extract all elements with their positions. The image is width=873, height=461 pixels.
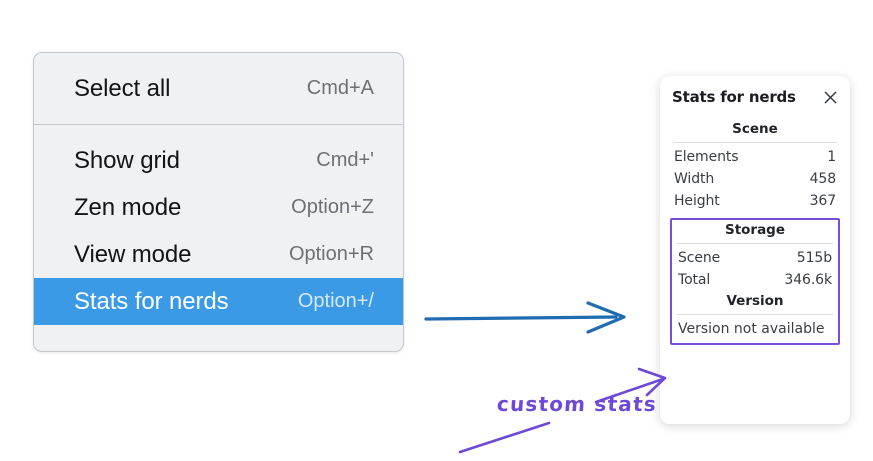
- menu-item-label: Show grid: [74, 146, 180, 174]
- menu-item-shortcut: Option+R: [288, 243, 374, 265]
- menu-divider: [34, 124, 403, 125]
- stat-key: Scene: [678, 250, 721, 266]
- stat-key: Width: [674, 171, 715, 187]
- callout-label: custom stats: [496, 392, 658, 416]
- section-rule: [677, 243, 833, 244]
- stat-row: Scene 515b: [674, 247, 836, 269]
- stat-row: Height 367: [670, 190, 840, 212]
- stats-section-storage: Storage Scene 515b Total 346.6k: [674, 220, 836, 291]
- stat-value: 515b: [796, 250, 832, 266]
- flow-arrow-blue: [424, 301, 626, 334]
- menu-item-stats-for-nerds[interactable]: Stats for nerds Option+/: [34, 278, 403, 325]
- stat-row: Elements 1: [670, 146, 840, 168]
- menu-item-shortcut: Cmd+A: [306, 77, 374, 99]
- stats-section-version: Version Version not available: [674, 291, 836, 340]
- section-rule: [677, 314, 833, 315]
- menu-item-shortcut: Option+/: [297, 290, 374, 312]
- stat-value: 1: [827, 149, 836, 165]
- context-menu[interactable]: Select all Cmd+A Show grid Cmd+' Zen mod…: [33, 52, 404, 352]
- stat-key: Total: [678, 272, 711, 288]
- menu-group-primary: Select all Cmd+A: [34, 53, 403, 124]
- menu-item-label: Select all: [74, 74, 171, 102]
- close-icon[interactable]: [821, 88, 839, 106]
- menu-item-select-all[interactable]: Select all Cmd+A: [34, 65, 403, 112]
- stats-panel-header: Stats for nerds: [670, 88, 840, 106]
- stat-key: Height: [674, 193, 720, 209]
- stat-row: Width 458: [670, 168, 840, 190]
- menu-group-view: Show grid Cmd+' Zen mode Option+Z View m…: [34, 125, 403, 342]
- menu-item-zen-mode[interactable]: Zen mode Option+Z: [34, 184, 403, 231]
- menu-item-shortcut: Cmd+': [316, 149, 374, 171]
- custom-stats-highlight-box: Storage Scene 515b Total 346.6k Version …: [670, 218, 840, 345]
- menu-item-view-mode[interactable]: View mode Option+R: [34, 231, 403, 278]
- section-title: Scene: [732, 121, 778, 137]
- callout-stroke-lower: [458, 421, 551, 454]
- stat-value: 458: [809, 171, 837, 187]
- stats-for-nerds-panel: Stats for nerds Scene Elements 1 Width 4…: [660, 76, 850, 424]
- menu-item-label: Zen mode: [74, 193, 182, 221]
- menu-item-shortcut: Option+Z: [291, 196, 374, 218]
- stats-section-scene: Scene Elements 1 Width 458 Height 367: [670, 119, 840, 212]
- section-title: Storage: [724, 222, 786, 238]
- menu-bottom-padding: [34, 325, 403, 342]
- stats-panel-title: Stats for nerds: [672, 88, 796, 106]
- menu-item-label: View mode: [74, 240, 192, 268]
- menu-item-label: Stats for nerds: [74, 287, 229, 315]
- menu-item-show-grid[interactable]: Show grid Cmd+': [34, 137, 403, 184]
- stat-key: Elements: [674, 149, 739, 165]
- version-value: Version not available: [678, 321, 825, 337]
- stat-value: 346.6k: [784, 272, 832, 288]
- stat-value: 367: [809, 193, 837, 209]
- stat-row: Total 346.6k: [674, 269, 836, 291]
- section-title: Version: [726, 293, 784, 309]
- section-rule: [673, 142, 837, 143]
